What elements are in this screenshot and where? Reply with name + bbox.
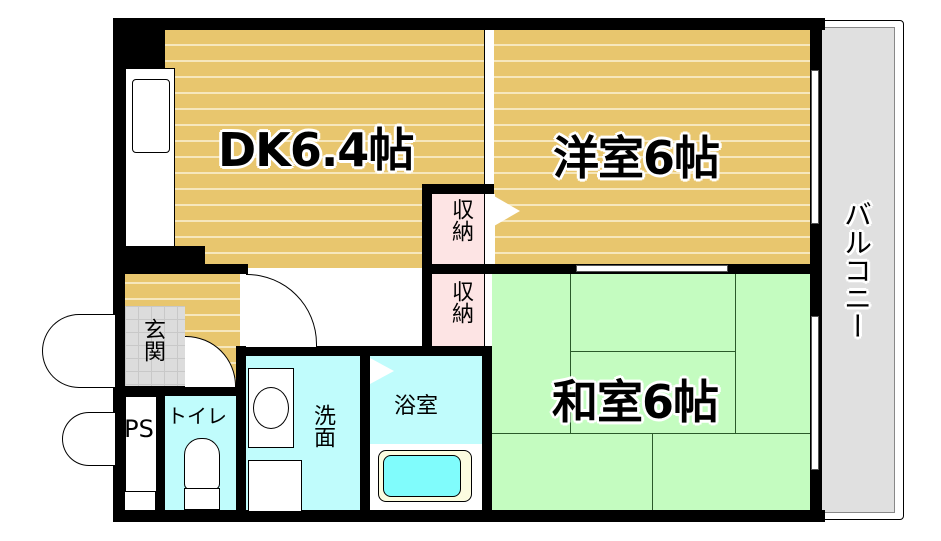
balcony xyxy=(818,20,904,520)
ps-door[interactable] xyxy=(62,412,115,466)
western-room-label: 洋室6帖 xyxy=(553,131,720,185)
washing-machine xyxy=(248,460,302,512)
storage-2-door[interactable] xyxy=(484,274,493,346)
washbasin xyxy=(248,368,294,448)
toilet-bowl xyxy=(184,438,220,490)
door-washroom[interactable] xyxy=(246,274,317,347)
storage-1-label: 収納 xyxy=(448,198,473,242)
sink xyxy=(132,79,170,153)
window-between-rooms[interactable] xyxy=(576,265,728,272)
toilet-label: トイレ xyxy=(167,404,227,428)
window-japanese[interactable] xyxy=(811,316,819,470)
japanese-room-label: 和室6帖 xyxy=(552,375,719,429)
pipe-space-label: PS xyxy=(124,415,154,443)
outer-wall-top xyxy=(113,18,825,30)
outer-wall-bottom xyxy=(113,510,825,522)
entrance-door[interactable] xyxy=(42,314,115,388)
room-western xyxy=(494,30,810,266)
storage-2 xyxy=(432,274,484,346)
pipe-space xyxy=(125,396,157,492)
room-japanese xyxy=(492,274,810,510)
storage-2-label: 収納 xyxy=(448,280,473,324)
dk-label: DK6.4帖 xyxy=(218,123,414,177)
bathtub xyxy=(372,444,480,510)
storage-1-door[interactable] xyxy=(484,194,495,264)
entrance-label: 玄関 xyxy=(140,318,165,362)
kitchen-counter xyxy=(125,68,175,248)
washroom-label: 洗面 xyxy=(310,404,335,448)
balcony-label: バルコニー xyxy=(840,200,873,340)
window-western[interactable] xyxy=(811,70,819,224)
bathroom-label: 浴室 xyxy=(394,394,439,419)
room-entrance xyxy=(125,306,185,386)
storage-1 xyxy=(432,194,484,264)
